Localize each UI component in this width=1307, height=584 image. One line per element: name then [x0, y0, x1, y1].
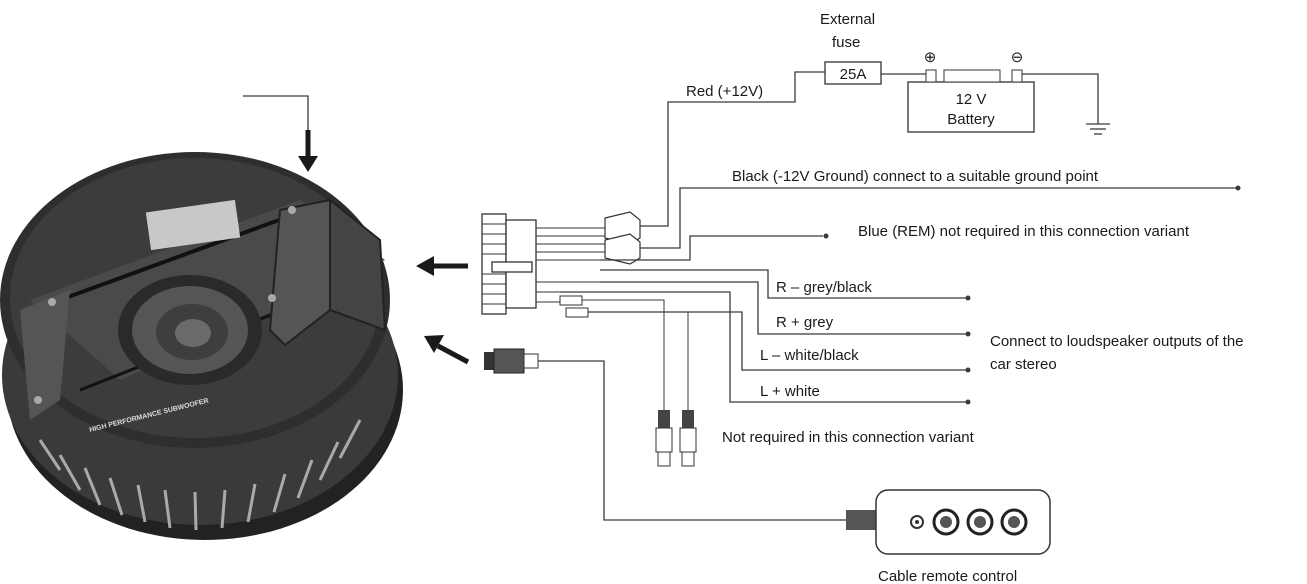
black-wire-label: Black (-12V Ground) connect to a suitabl… — [732, 168, 1099, 185]
r-minus-wire-label: R – grey/black — [776, 279, 872, 296]
remote-label: Cable remote control — [878, 568, 1017, 584]
battery-minus-terminal: ⊖ — [1011, 49, 1024, 66]
fuse-title-line1: External — [820, 11, 875, 28]
subwoofer-illustration: HIGH PERFORMANCE SUBWOOFER — [0, 152, 403, 540]
allen-key-icon — [243, 95, 309, 130]
ground-symbol-icon — [1086, 123, 1110, 135]
wiring-connector — [481, 211, 641, 318]
fuse-rating: 25A — [840, 66, 867, 83]
battery-label-line1: 12 V — [956, 91, 987, 108]
speaker-note-line2: car stereo — [990, 356, 1057, 373]
remote-cable-plug — [484, 348, 539, 374]
remote-button — [932, 508, 960, 536]
battery: ⊕ ⊖ 12 V Battery — [907, 49, 1035, 133]
fuse-title-line2: fuse — [832, 34, 860, 51]
rca-note: Not required in this connection variant — [722, 429, 975, 446]
arrow-icon — [416, 256, 468, 276]
rca-plugs — [655, 410, 697, 467]
r-plus-wire-label: R + grey — [776, 314, 834, 331]
red-wire-label: Red (+12V) — [686, 83, 763, 100]
remote-control — [846, 489, 1051, 555]
l-minus-wire-label: L – white/black — [760, 347, 859, 364]
battery-plus-terminal: ⊕ — [924, 49, 937, 66]
arrow-icon — [424, 335, 470, 365]
speaker-note-line1: Connect to loudspeaker outputs of the — [990, 333, 1244, 350]
battery-label-line2: Battery — [947, 111, 995, 128]
fuse: 25A — [824, 61, 882, 85]
blue-wire-label: Blue (REM) not required in this connecti… — [858, 223, 1190, 240]
l-plus-wire-label: L + white — [760, 383, 820, 400]
remote-button — [966, 508, 994, 536]
remote-button — [1000, 508, 1028, 536]
arrow-icon — [298, 130, 318, 172]
